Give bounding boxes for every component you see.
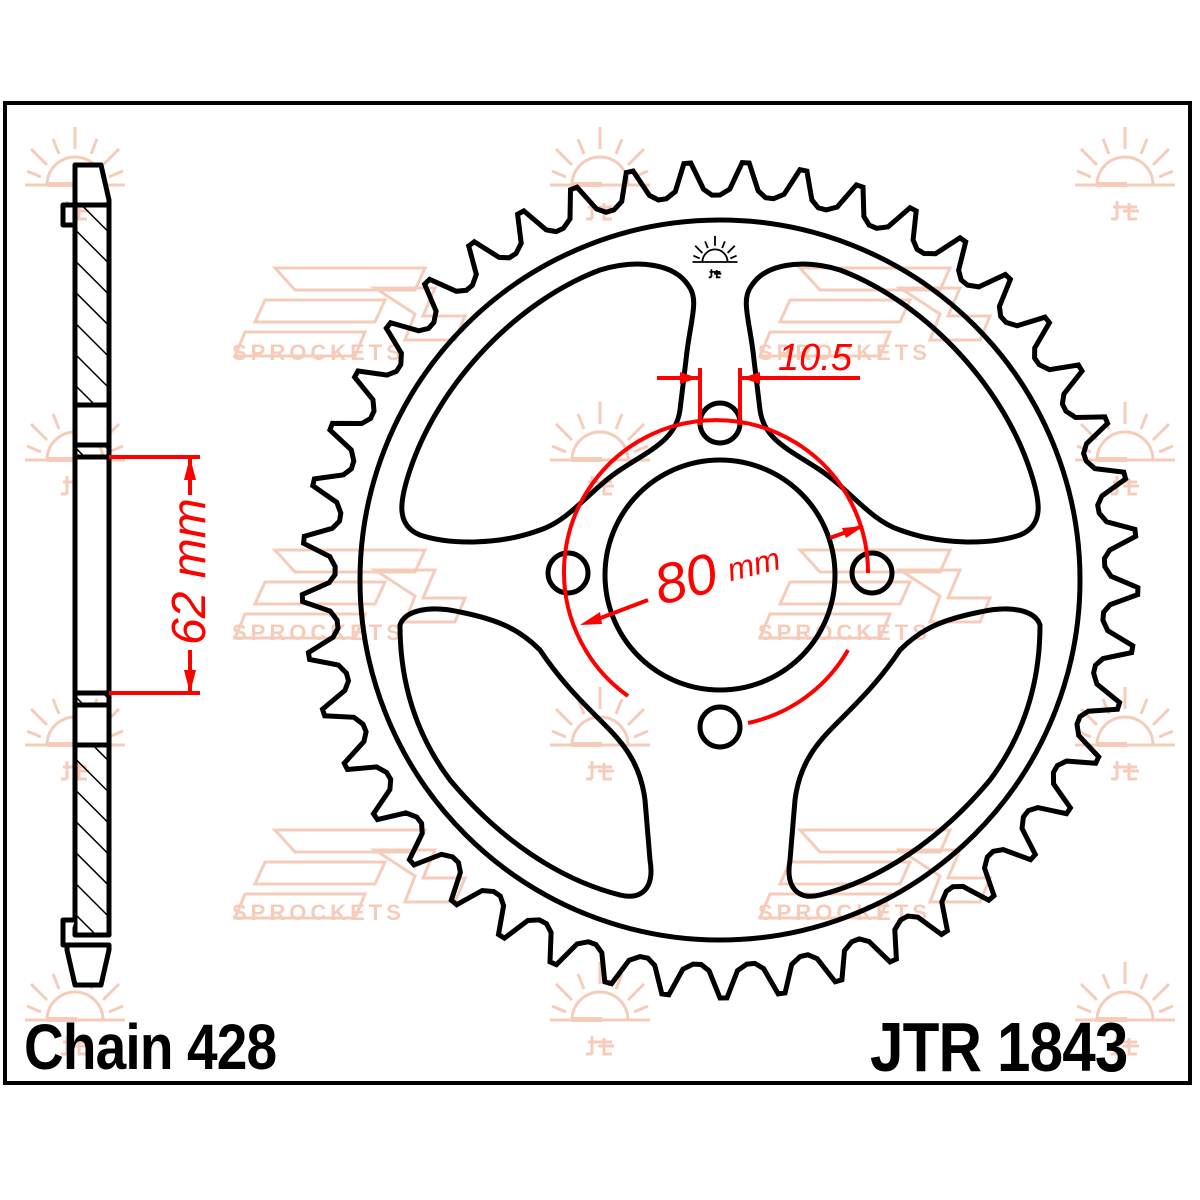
svg-text:80: 80: [648, 540, 724, 616]
part-number-label: JTR 1843: [870, 1008, 1128, 1086]
svg-text:SPROCKETS: SPROCKETS: [232, 340, 405, 365]
sprocket-face: [299, 160, 1141, 1001]
window-top-right: [743, 261, 1041, 545]
svg-text:SPROCKETS: SPROCKETS: [758, 620, 931, 645]
svg-text:SPROCKETS: SPROCKETS: [758, 900, 931, 925]
center-bore: [602, 457, 838, 693]
sun-logo-icon: [692, 235, 738, 279]
side-profile: [60, 162, 112, 988]
chain-size-label: Chain 428: [24, 1011, 277, 1083]
svg-text:SPROCKETS: SPROCKETS: [232, 900, 405, 925]
bore-offset-dimension: 62 mm: [109, 455, 216, 695]
pcd-dimension: [562, 418, 871, 725]
svg-text:SPROCKETS: SPROCKETS: [758, 340, 931, 365]
window-bottom-right: [786, 606, 1043, 899]
watermark-layer: SPROCKETS SPROCKETS SPROCKETS SPROCKETS …: [23, 125, 1177, 1056]
sprocket-teeth: [299, 160, 1141, 1001]
bolt-hole-bottom: [697, 704, 743, 750]
svg-text:62 mm: 62 mm: [163, 498, 216, 645]
bolt-hole-right: [849, 550, 895, 596]
bolt-hole-label: 10.5: [778, 337, 853, 379]
window-bottom-left: [397, 606, 654, 899]
bolt-hole-left: [545, 550, 591, 596]
bolt-hole-dimension: [657, 368, 860, 425]
window-top-left: [399, 261, 697, 545]
svg-text:SPROCKETS: SPROCKETS: [232, 620, 405, 645]
svg-text:mm: mm: [723, 540, 783, 588]
pcd-label: 80 mm: [648, 540, 784, 616]
